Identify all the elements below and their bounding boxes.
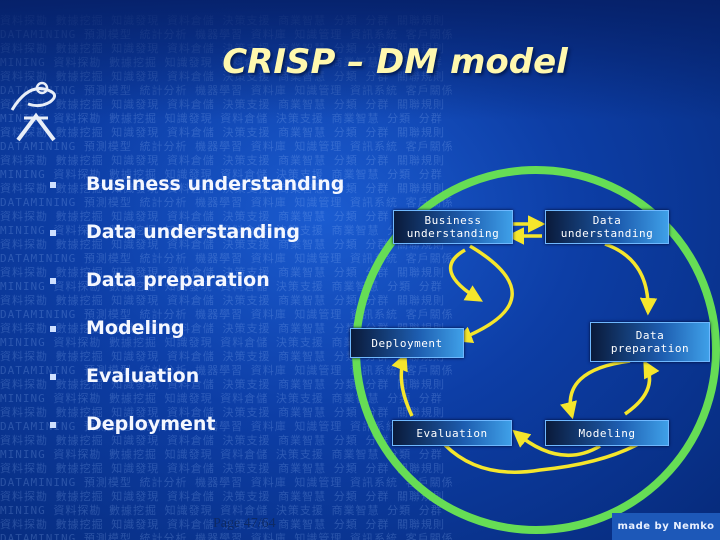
- stage-label-line: Data: [592, 214, 622, 227]
- stage-evaluation: Evaluation: [392, 420, 512, 446]
- bullet-square-icon: [50, 182, 56, 188]
- bullet-item: Modeling: [50, 304, 380, 352]
- arrow-evaluation-to-business: [443, 427, 663, 474]
- arrow-business-to-deployment: [454, 244, 514, 344]
- bullet-square-icon: [50, 230, 56, 236]
- page-number: Page 47/64: [213, 516, 276, 531]
- slide-title: CRISP – DM model: [222, 42, 568, 82]
- stage-label-line: preparation: [610, 342, 690, 355]
- arrow-data-to-preparation: [604, 242, 658, 316]
- bullet-square-icon: [50, 422, 56, 428]
- logo-icon: [10, 81, 57, 142]
- bullet-text: Deployment: [86, 413, 216, 435]
- made-by-badge: made by Nemko: [612, 513, 720, 540]
- bullet-square-icon: [50, 374, 56, 380]
- bullet-text: Data preparation: [86, 269, 270, 291]
- arrow-deployment-to-business: [448, 248, 484, 302]
- stage-label: Deployment: [371, 336, 443, 350]
- bullet-item: Business understanding: [50, 160, 380, 208]
- bullet-text: Evaluation: [86, 365, 200, 387]
- stage-modeling: Modeling: [545, 420, 669, 446]
- arrow-evaluation-to-deployment: [391, 352, 414, 417]
- bullet-square-icon: [50, 326, 56, 332]
- stage-label: Modeling: [578, 426, 636, 440]
- bullet-text: Business understanding: [86, 173, 345, 195]
- bullet-item: Evaluation: [50, 352, 380, 400]
- bullet-square-icon: [50, 278, 56, 284]
- bullet-item: Data preparation: [50, 256, 380, 304]
- bullet-item: Data understanding: [50, 208, 380, 256]
- stage-label-line: Data: [635, 329, 665, 342]
- header-band: [0, 0, 720, 120]
- bullet-list: Business understanding Data understandin…: [50, 160, 380, 448]
- arrow-modeling-to-evaluation: [512, 429, 601, 458]
- stage-deployment: Deployment: [350, 328, 464, 358]
- stage-label-line: Business: [424, 214, 482, 227]
- stage-label: Evaluation: [416, 426, 488, 440]
- bullet-text: Data understanding: [86, 221, 301, 243]
- arrow-modeling-to-preparation: [624, 359, 660, 416]
- bullet-item: Deployment: [50, 400, 380, 448]
- stage-label-line: understanding: [560, 227, 654, 240]
- arrow-preparation-to-modeling: [560, 359, 631, 420]
- bullet-text: Modeling: [86, 317, 185, 339]
- stage-label-line: understanding: [406, 227, 500, 240]
